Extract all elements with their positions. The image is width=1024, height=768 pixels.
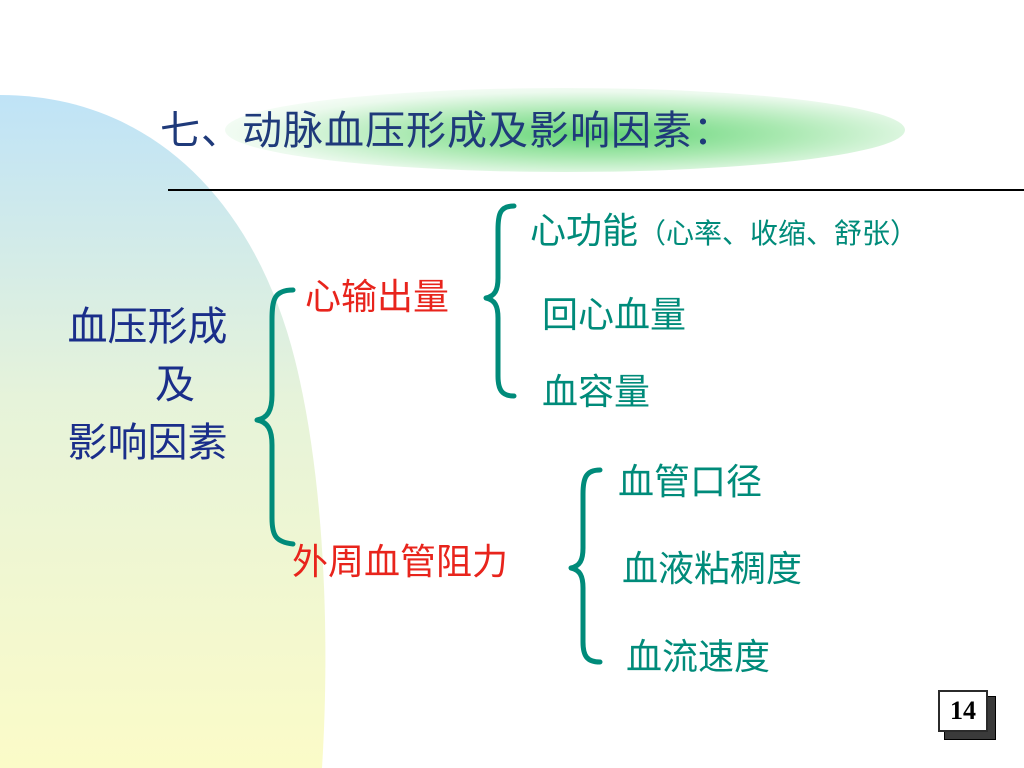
root-label-line1: 血压形成: [67, 304, 228, 350]
leaf-blood-viscosity: 血液粘稠度: [622, 549, 803, 590]
page-number-badge: 14: [938, 690, 998, 742]
branch-cardiac-output: 心输出量: [305, 277, 450, 318]
leaf-cardiac-function: 心功能（心率、收缩、舒张）: [530, 202, 918, 254]
leaf-venous-return: 回心血量: [542, 295, 687, 336]
title-highlight: [225, 88, 905, 172]
root-node: 血压形成 及 影响因素: [40, 298, 255, 472]
title-divider: [168, 189, 1024, 191]
branch-peripheral-resistance: 外周血管阻力: [292, 542, 509, 583]
leaf-blood-volume: 血容量: [542, 372, 651, 413]
root-label-line2: 及: [155, 362, 195, 408]
root-label-line3: 影响因素: [67, 420, 228, 466]
leaf-cardiac-function-note: （心率、收缩、舒张）: [638, 217, 919, 250]
leaf-blood-flow-velocity: 血流速度: [626, 637, 771, 678]
slide-title: 七、动脉血压形成及影响因素：: [160, 108, 734, 154]
leaf-cardiac-function-label: 心功能: [530, 211, 639, 252]
page-number: 14: [938, 690, 988, 732]
leaf-vessel-diameter: 血管口径: [618, 462, 763, 503]
